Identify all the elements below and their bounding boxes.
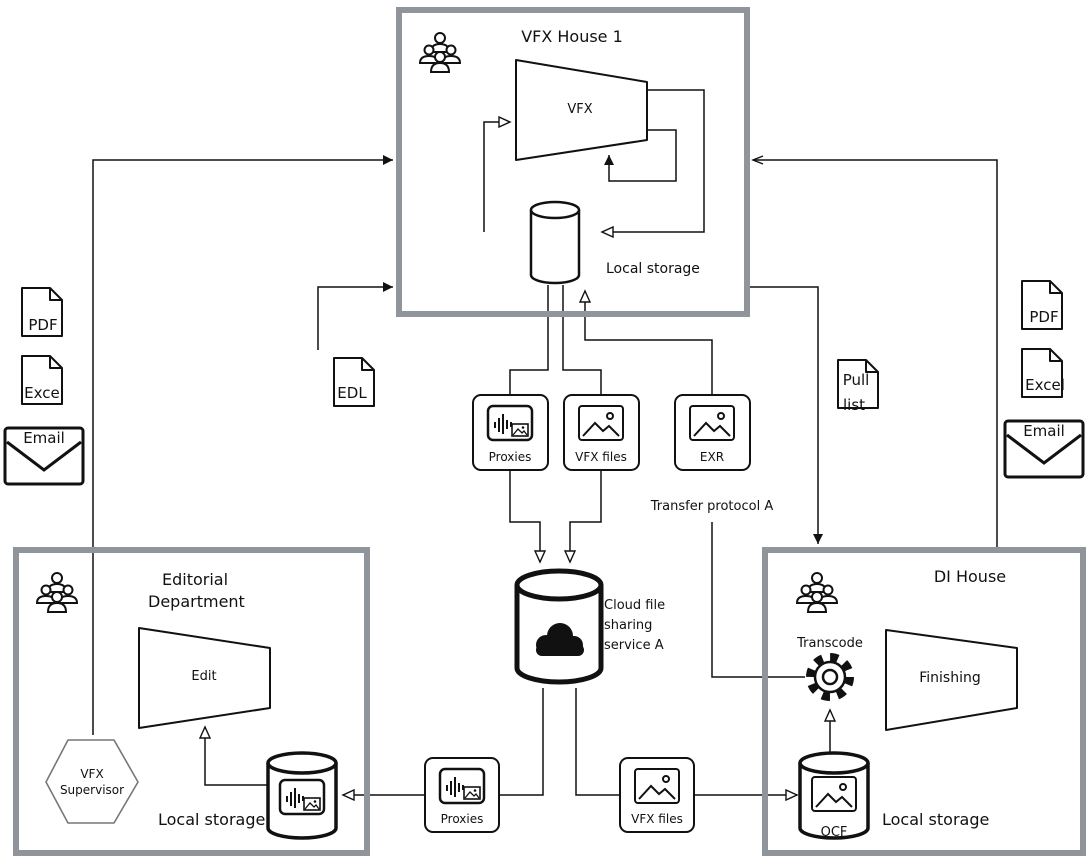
vfx-supervisor-label-line2: Supervisor (60, 783, 124, 797)
proxies-top-icon (486, 404, 534, 442)
editorial-title-line2: Department (148, 592, 245, 611)
transfer-protocol-label: Transfer protocol A (650, 499, 774, 514)
cloud-label-line2: sharing (604, 618, 652, 633)
vfx-local-storage-label: Local storage (606, 261, 700, 277)
editorial-team-icon (36, 572, 78, 613)
transcode-gear-icon (806, 653, 854, 701)
right-pdf-label: PDF (1029, 308, 1058, 326)
right-excel-label: Excel (1025, 376, 1065, 394)
proxies-bottom-label: Proxies (441, 812, 484, 826)
vfx-house-title: VFX House 1 (521, 27, 623, 46)
proxies-top-label: Proxies (489, 450, 532, 464)
vfx-house-box (396, 7, 750, 317)
vfx-files-bottom-label: VFX files (631, 812, 683, 826)
vfx-supervisor-hexagon (45, 739, 139, 824)
vfx-process-label: VFX (567, 102, 592, 117)
editorial-local-storage-label: Local storage (158, 810, 265, 829)
finishing-process-shape (885, 629, 1018, 731)
di-house-team-icon (796, 572, 838, 613)
ocf-image-icon (811, 776, 857, 812)
transcode-label: Transcode (796, 636, 863, 651)
finishing-process-label: Finishing (919, 670, 981, 686)
left-pdf-label: PDF (28, 316, 57, 334)
pull-list-label-line1: Pull (843, 371, 870, 389)
exr-label: EXR (700, 450, 724, 464)
editorial-storage-proxies-icon (278, 778, 326, 816)
vfx-files-bottom-icon (634, 768, 680, 804)
connector-lines (92, 89, 998, 795)
cloud-icon (536, 623, 584, 656)
pull-list-label-line2: list (843, 396, 865, 414)
left-email-label: Email (23, 429, 65, 447)
edit-process-label: Edit (191, 669, 216, 684)
di-house-box (762, 547, 1086, 856)
right-email-label: Email (1023, 422, 1065, 440)
proxies-bottom-icon (438, 767, 486, 805)
vfx-process-shape (515, 59, 648, 161)
di-house-title: DI House (934, 567, 1006, 586)
vfx-supervisor-label-line1: VFX (80, 767, 103, 781)
vfx-local-storage-cylinder (529, 200, 581, 285)
di-local-storage-label: Local storage (882, 810, 989, 829)
exr-icon (689, 405, 735, 441)
cloud-label-line3: service A (604, 638, 664, 653)
vfx-house-team-icon (419, 32, 461, 73)
vfx-files-top-icon (578, 405, 624, 441)
editorial-title-line1: Editorial (162, 570, 228, 589)
edit-process-shape (138, 627, 271, 729)
left-excel-label: Excel (24, 384, 64, 402)
cloud-label-line1: Cloud file (604, 598, 665, 613)
vfx-files-top-label: VFX files (575, 450, 627, 464)
editorial-box (13, 547, 370, 856)
ocf-label: OCF (821, 825, 848, 840)
edl-label: EDL (337, 384, 367, 402)
